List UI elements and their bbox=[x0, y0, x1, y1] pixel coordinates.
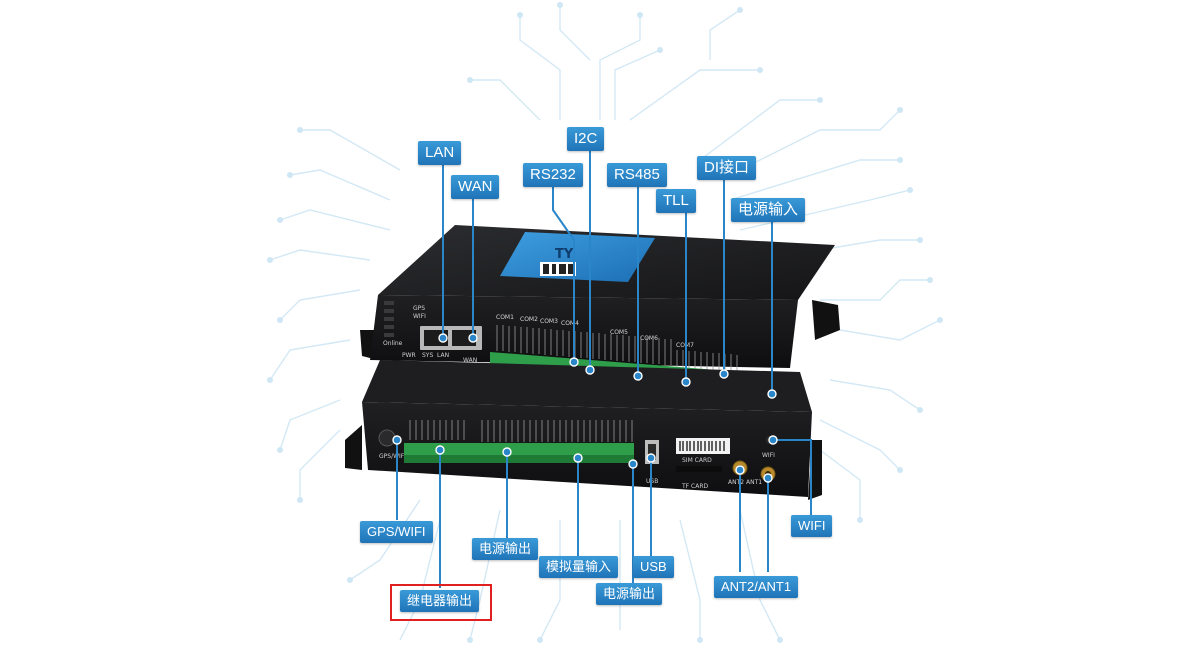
callout-power-in: 电源输入 bbox=[731, 198, 806, 222]
lower-terminal-block[interactable] bbox=[404, 443, 634, 463]
callout-analog-in: 模拟量输入 bbox=[539, 556, 619, 578]
sim-slot[interactable]: SIM CARD bbox=[676, 438, 730, 472]
com-label-1: COM1 bbox=[496, 314, 514, 321]
led-label-online: Online bbox=[383, 340, 403, 347]
callout-relay-out: 继电器输出 bbox=[400, 590, 480, 612]
com-label-4: COM4 bbox=[561, 320, 579, 327]
silk-usb: USB bbox=[646, 478, 658, 485]
silk-wifi: WIFI bbox=[762, 452, 775, 459]
callout-rs485: RS485 bbox=[607, 163, 667, 187]
led-label-lan: LAN bbox=[437, 352, 449, 359]
silk-sim: SIM CARD bbox=[682, 457, 712, 464]
com-label-5: COM5 bbox=[610, 329, 628, 336]
product-sticker: TY bbox=[500, 232, 655, 282]
callout-power-out-1: 电源输出 bbox=[472, 538, 539, 560]
callout-power-out-2: 电源输出 bbox=[596, 583, 663, 605]
com-label-2: COM2 bbox=[520, 316, 538, 323]
callout-di: DI接口 bbox=[697, 156, 757, 180]
callout-usb: USB bbox=[633, 556, 674, 578]
silk-tf: TF CARD bbox=[681, 483, 708, 490]
led-label-wan: WAN bbox=[463, 357, 477, 364]
com-label-6: COM6 bbox=[640, 335, 658, 342]
led-label-wifi: WIFI bbox=[413, 313, 426, 320]
callout-wifi: WIFI bbox=[791, 515, 833, 537]
leader-dots bbox=[392, 333, 778, 483]
led-label-pwr: PWR bbox=[402, 352, 416, 359]
circuit-background bbox=[269, 5, 941, 641]
silk-ant: ANT2 ANT1 bbox=[728, 479, 762, 486]
com-label-3: COM3 bbox=[540, 318, 558, 325]
callout-i2c: I2C bbox=[567, 127, 605, 151]
led-label-sys: SYS bbox=[422, 352, 433, 359]
relay-highlight-box bbox=[390, 584, 492, 621]
callout-gps-wifi: GPS/WIFI bbox=[360, 521, 433, 543]
svg-text:TY: TY bbox=[555, 247, 574, 262]
callout-rs232: RS232 bbox=[523, 163, 583, 187]
callout-ant: ANT2/ANT1 bbox=[714, 576, 799, 598]
silk-gps-wifi: GPS/WIFI bbox=[379, 453, 406, 460]
device-lower: GPS/WIFI USB SIM CARD TF CARD bbox=[345, 360, 822, 500]
callout-lan: LAN bbox=[418, 141, 462, 165]
callout-wan: WAN bbox=[451, 175, 500, 199]
led-label-gps: GPS bbox=[413, 305, 425, 312]
callout-tll: TLL bbox=[656, 189, 696, 213]
